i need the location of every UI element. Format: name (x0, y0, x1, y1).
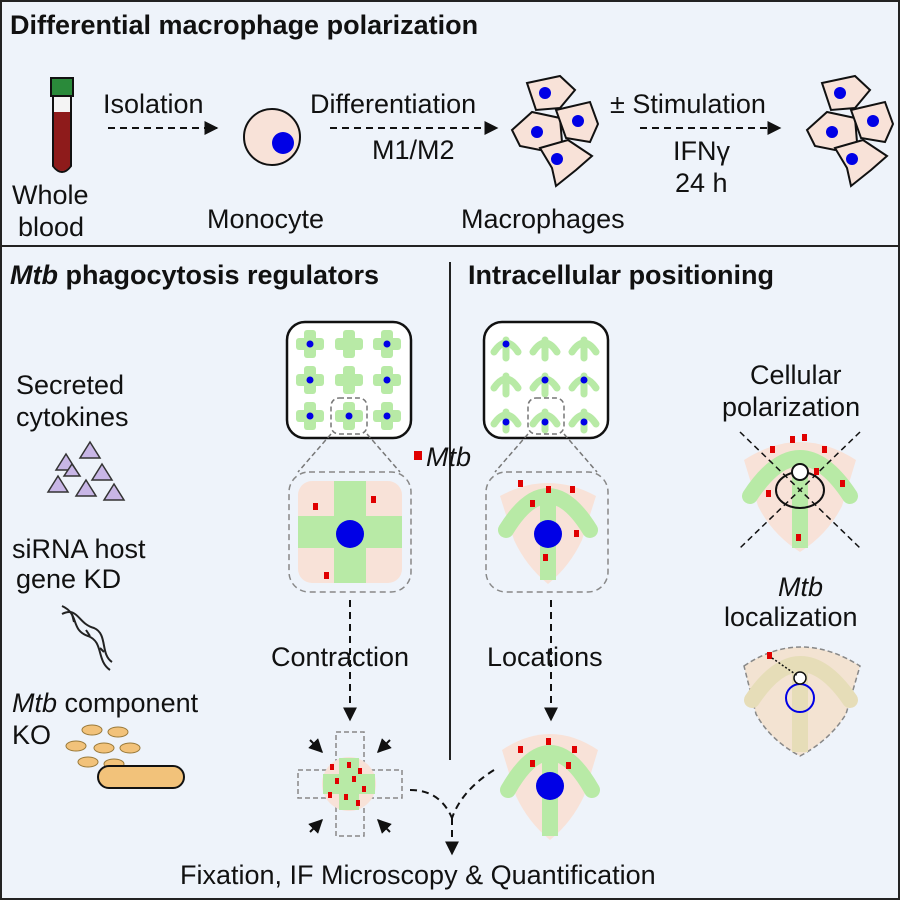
cross-cells (296, 330, 401, 430)
zoom-selection-box-right (527, 397, 565, 435)
zoom-guide-right (366, 433, 401, 473)
mtb-legend-marker (414, 451, 422, 460)
mtb-localization-icon (743, 646, 861, 757)
arrow-cells (490, 336, 600, 434)
zoom-guide-left-right (494, 433, 529, 473)
mtb-localization-label: Mtb (778, 572, 823, 602)
genekd-label: gene KD (16, 564, 121, 594)
blood-tube-icon (50, 77, 74, 173)
localization-label: localization (724, 602, 858, 632)
cross-nucleus (336, 520, 364, 548)
whole-label: Whole (12, 180, 89, 210)
sirna-label: siRNA host (12, 534, 146, 564)
mtb-component-label: Mtb component (12, 688, 199, 718)
dna-icon (61, 605, 113, 671)
cellular-polarization-icon (739, 431, 861, 552)
left-title: Mtb phagocytosis regulators (10, 260, 379, 290)
m1m2-label: M1/M2 (372, 135, 455, 165)
macrophages-label: Macrophages (461, 204, 625, 234)
bacteria-fragments-icon (65, 724, 141, 770)
arrow-cell-mtb (518, 480, 579, 561)
right-title: Intracellular positioning (468, 260, 774, 290)
ko-label: KO (12, 720, 51, 750)
top-title: Differential macrophage polarization (10, 10, 478, 40)
cellular-label: Cellular (750, 360, 842, 390)
merge-curve-right (451, 769, 495, 819)
contraction-label: Contraction (271, 642, 409, 672)
footer-label: Fixation, IF Microscopy & Quantification (180, 860, 656, 890)
merge-curve-left (409, 789, 453, 819)
arrow-cell-nuclei (502, 340, 588, 426)
monocyte-icon (243, 108, 301, 166)
duration-label: 24 h (675, 168, 728, 198)
cross-mtb (313, 496, 376, 579)
mtb-legend-label: Mtb (426, 442, 471, 472)
secreted-label: Secreted (16, 370, 124, 400)
isolation-label: Isolation (103, 89, 204, 119)
ifng-label: IFNγ (673, 136, 730, 166)
polarized-cell-icon (500, 734, 600, 840)
locations-label: Locations (487, 642, 603, 672)
macrophages-icon (510, 74, 600, 188)
cytokines-label: cytokines (16, 402, 129, 432)
zoom-selection-box (330, 397, 368, 435)
contracted-cell-icon (297, 731, 403, 837)
stimulation-label: ± Stimulation (610, 89, 766, 119)
zoom-guide-right-right (563, 433, 598, 473)
differentiation-label: Differentiation (310, 89, 476, 119)
monocyte-label: Monocyte (207, 204, 324, 234)
arrow-cell-nucleus (534, 520, 562, 548)
blood-label: blood (18, 212, 84, 242)
polarization-label: polarization (722, 392, 860, 422)
cytokines-icon (46, 440, 126, 501)
stimulated-macrophages-icon (805, 74, 895, 188)
zoom-guide-left (297, 433, 332, 473)
bacterium-icon (97, 765, 185, 789)
